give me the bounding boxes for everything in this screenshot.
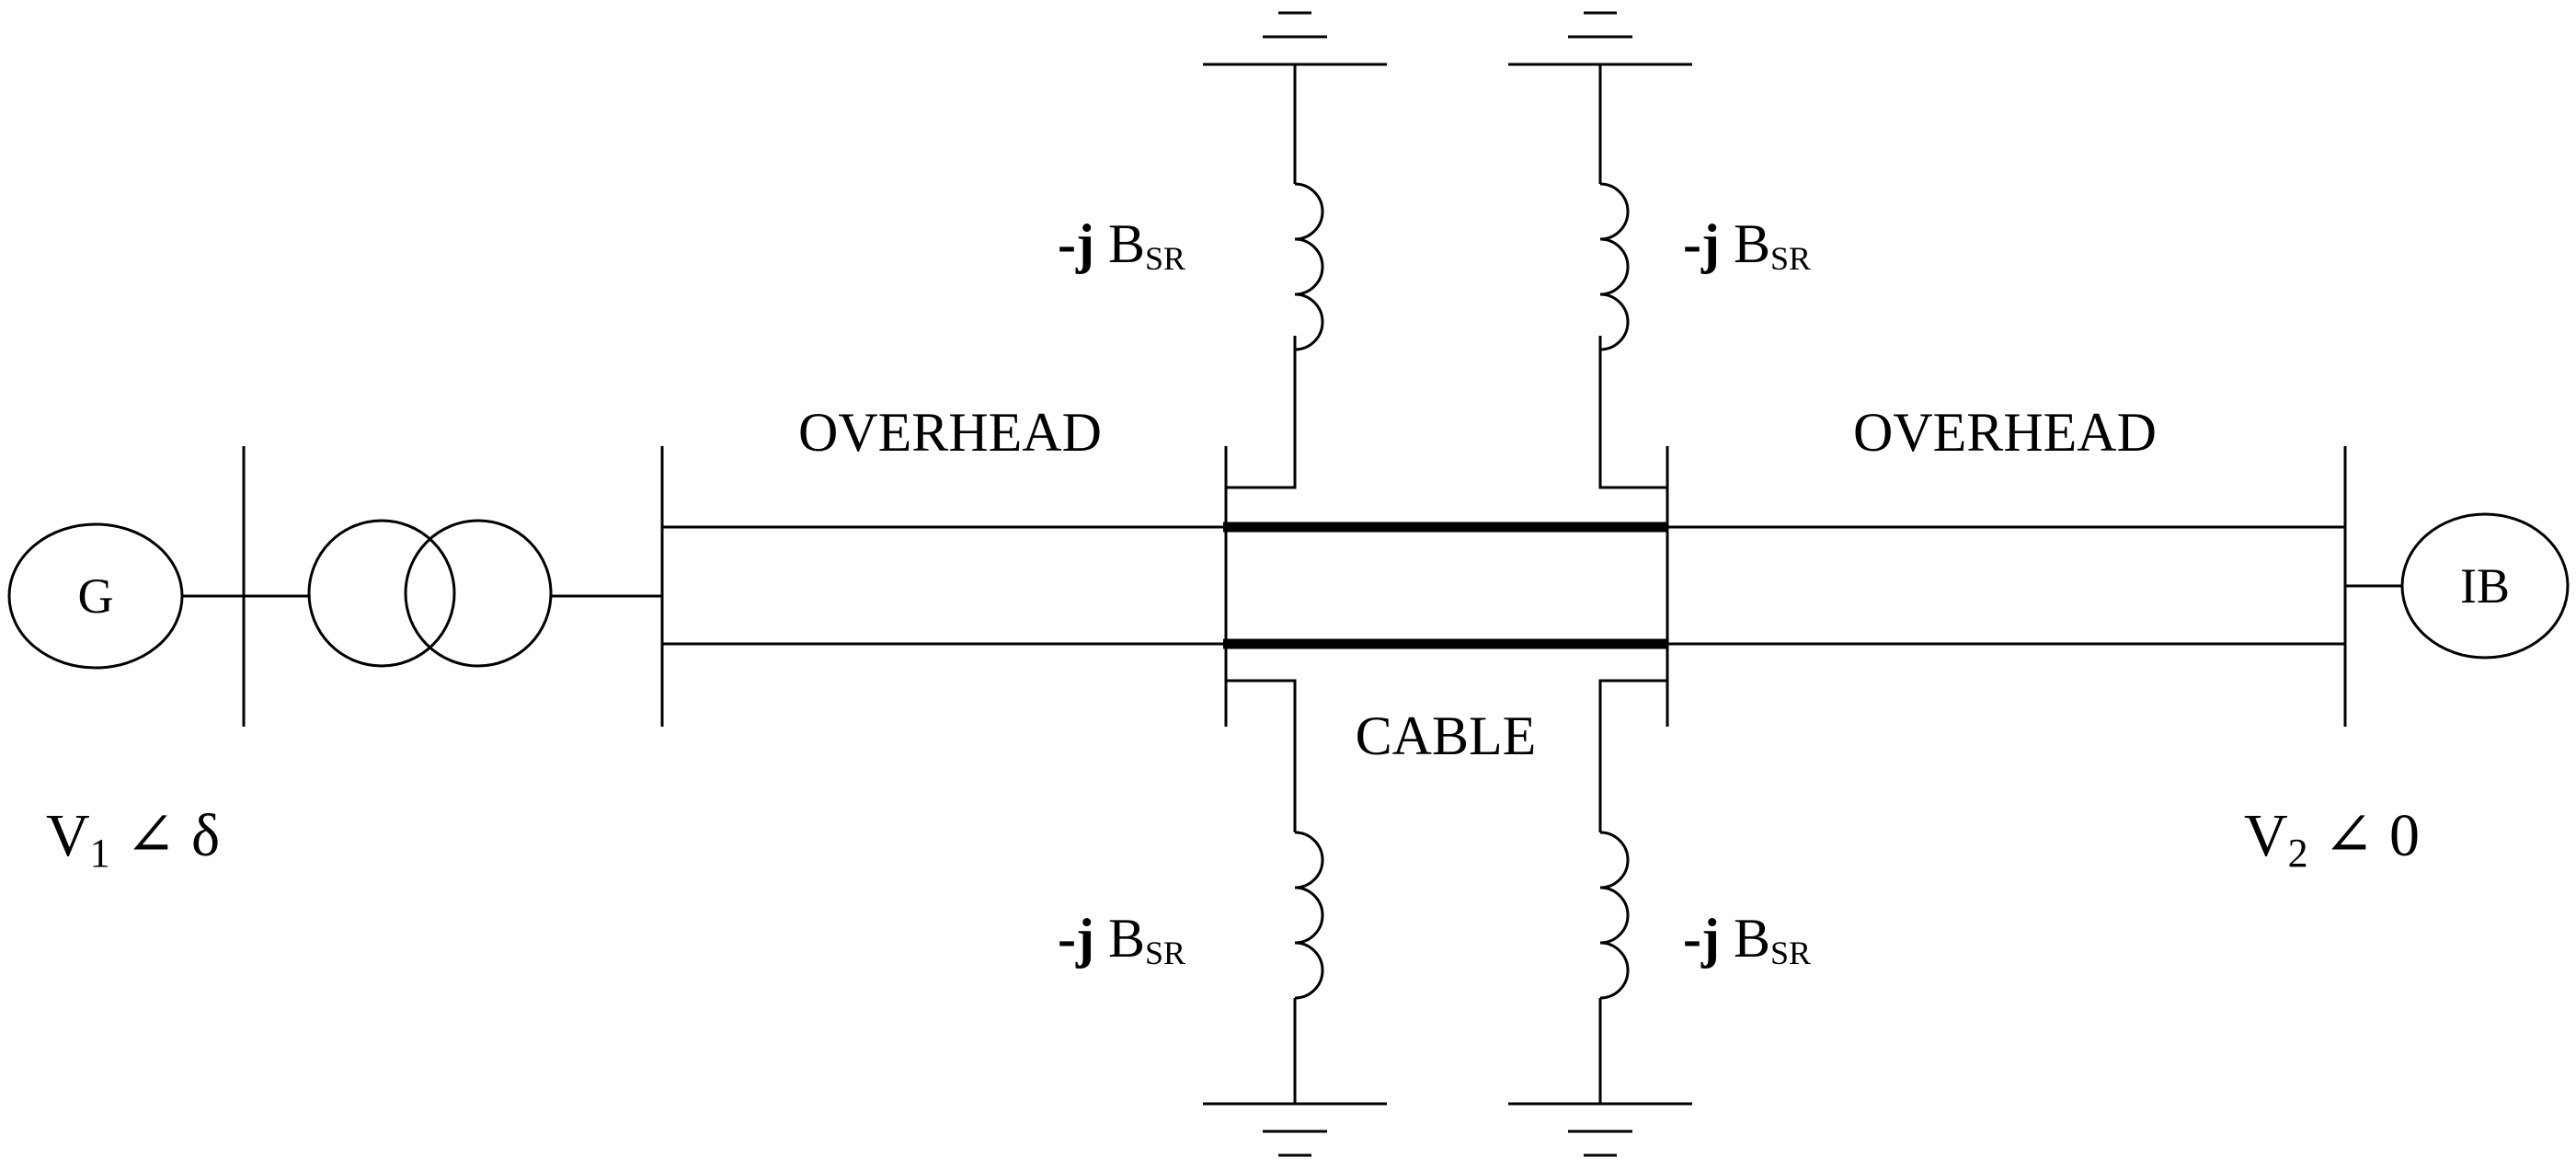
cable-section	[1223, 522, 1667, 649]
transformer-primary-winding	[307, 519, 456, 668]
transformer	[307, 519, 553, 668]
shunt-reactor-top-left	[1203, 11, 1387, 489]
reactor-label-bottom-right: -j BSR	[1683, 908, 1811, 971]
infinite-bus-label: IB	[2460, 558, 2510, 614]
overhead-label-right: OVERHEAD	[1853, 402, 2157, 463]
reactor-label-top-left: -j BSR	[1058, 213, 1185, 277]
shunt-reactor-bottom-right	[1508, 679, 1692, 1157]
overhead-label-left: OVERHEAD	[798, 402, 1102, 463]
generator-label: G	[78, 568, 114, 624]
voltage-label-v1: V1 ∠ δ	[46, 802, 220, 876]
shunt-reactor-top-right	[1508, 11, 1692, 489]
overhead-line-left	[662, 525, 1226, 646]
transformer-secondary-winding	[404, 519, 553, 668]
generator: G	[7, 522, 184, 670]
reactor-label-top-right: -j BSR	[1683, 213, 1811, 277]
overhead-line-right	[1667, 525, 2345, 646]
infinite-bus: IB	[2400, 512, 2570, 660]
infinite-bus-circle	[2400, 512, 2570, 660]
shunt-reactor-bottom-left	[1203, 679, 1387, 1157]
voltage-label-v2: V2 ∠ 0	[2244, 802, 2420, 876]
cable-label: CABLE	[1356, 705, 1537, 766]
reactor-label-bottom-left: -j BSR	[1058, 908, 1185, 971]
